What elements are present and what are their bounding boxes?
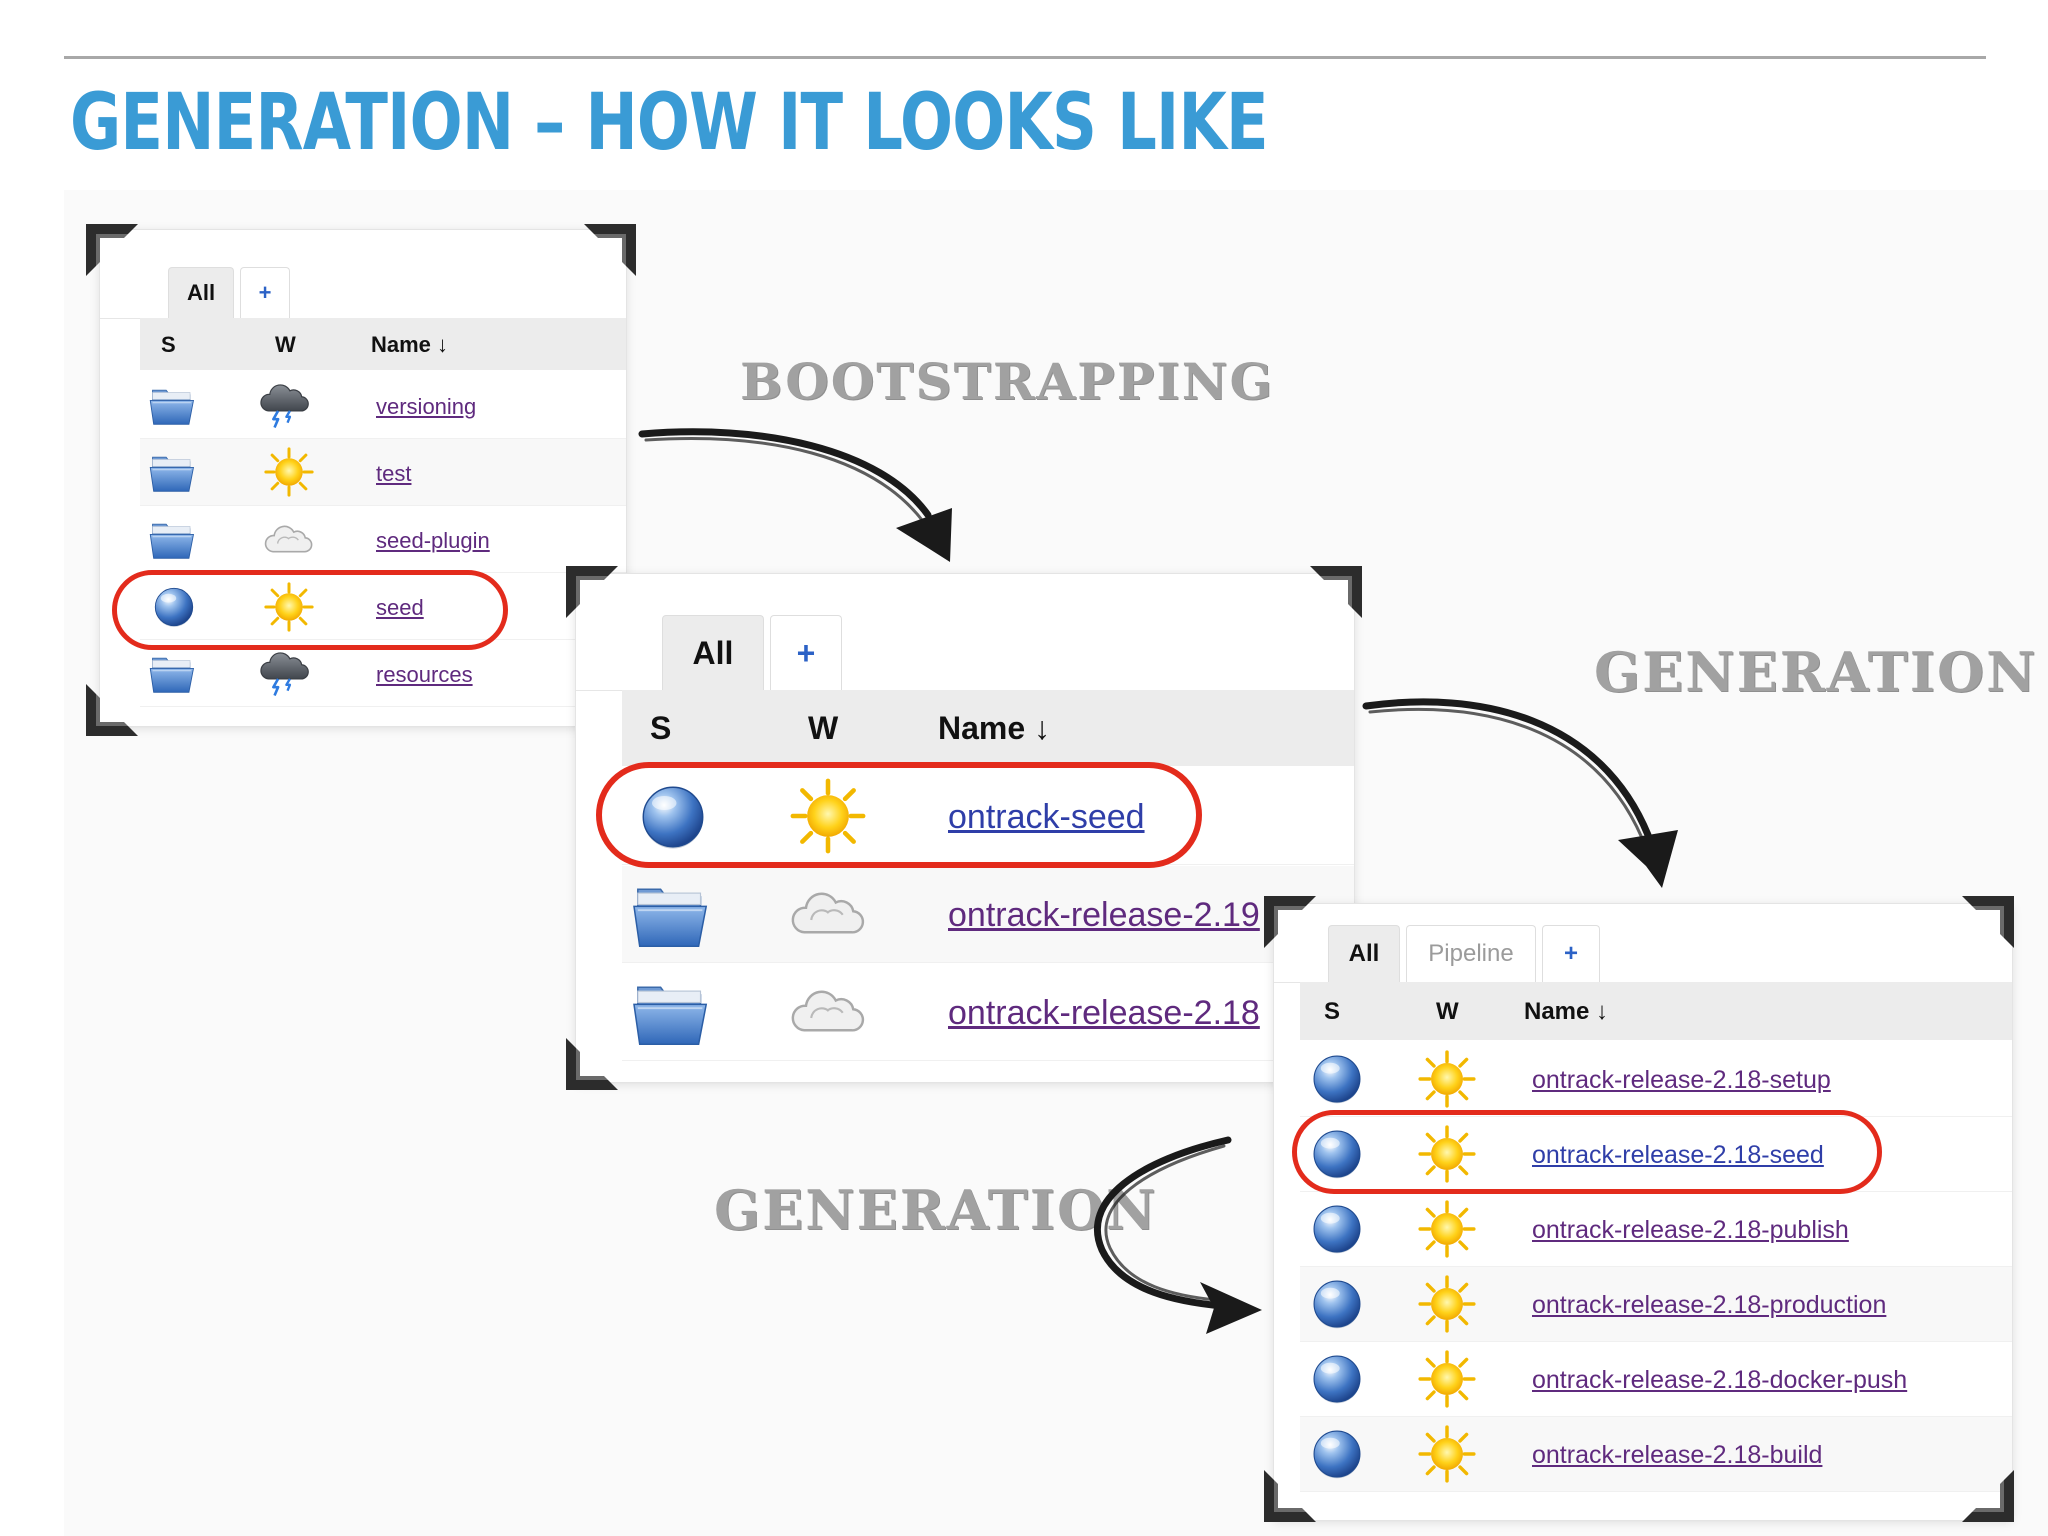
folder-icon: [148, 382, 198, 428]
slide-title: GENERATION – HOW IT LOOKS LIKE: [70, 78, 1269, 168]
header-status[interactable]: S: [1324, 998, 1341, 1025]
job-link-ontrack-release-2-18[interactable]: ontrack-release-2.18: [948, 994, 1260, 1032]
blue-ball-icon: [152, 585, 196, 629]
sun-icon: [1418, 1275, 1476, 1333]
header-weather[interactable]: W: [275, 332, 296, 357]
job-link-seed[interactable]: seed: [376, 595, 424, 620]
storm-icon: [258, 648, 310, 698]
job-list-panel-1: All + S W Name ↓ versioning test seed-pl…: [100, 230, 626, 726]
job-link-ontrack-seed[interactable]: ontrack-seed: [948, 798, 1145, 836]
blue-ball-icon: [1310, 1352, 1364, 1406]
job-link-test[interactable]: test: [376, 461, 412, 486]
header-status[interactable]: S: [161, 332, 176, 357]
blue-ball-icon: [638, 782, 708, 852]
table-row: ontrack-release-2.19: [622, 866, 1354, 963]
job-list-panel-2: All + S W Name ↓ ontrack-seed ontrack-re…: [576, 574, 1354, 1082]
corner-bottom-left-icon: [1264, 1470, 1316, 1522]
corner-bottom-left-icon: [566, 1038, 618, 1090]
blue-ball-icon: [1310, 1052, 1364, 1106]
blue-ball-icon: [1310, 1127, 1364, 1181]
table-header: S W Name ↓: [140, 318, 626, 370]
corner-top-right-icon: [1962, 896, 2014, 948]
header-name[interactable]: Name ↓: [371, 332, 449, 357]
folder-icon: [148, 516, 198, 562]
job-link-ontrack-release-2-18-build[interactable]: ontrack-release-2.18-build: [1532, 1441, 1823, 1469]
job-link-ontrack-release-2-19[interactable]: ontrack-release-2.19: [948, 896, 1260, 934]
folder-icon: [148, 449, 198, 495]
table-row: ontrack-seed: [622, 768, 1354, 865]
blue-ball-icon: [1310, 1277, 1364, 1331]
cloud-icon: [786, 878, 868, 948]
job-link-ontrack-release-2-18-production[interactable]: ontrack-release-2.18-production: [1532, 1291, 1887, 1319]
header-weather[interactable]: W: [1436, 998, 1459, 1025]
job-link-ontrack-release-2-18-seed[interactable]: ontrack-release-2.18-seed: [1532, 1141, 1824, 1169]
corner-bottom-left-icon: [86, 684, 138, 736]
table-row: ontrack-release-2.18-production: [1300, 1267, 2012, 1342]
corner-top-left-icon: [1264, 896, 1316, 948]
label-bootstrapping: BOOTSTRAPPING: [740, 352, 1275, 411]
sun-icon: [1418, 1125, 1476, 1183]
cloud-icon: [262, 516, 314, 562]
label-generation-bottom: GENERATION: [714, 1178, 1158, 1242]
sun-icon: [1418, 1350, 1476, 1408]
folder-icon: [630, 974, 714, 1050]
sun-icon: [264, 447, 314, 497]
table-row: seed: [140, 573, 626, 640]
job-link-seed-plugin[interactable]: seed-plugin: [376, 528, 490, 553]
corner-top-right-icon: [1310, 566, 1362, 618]
header-weather[interactable]: W: [808, 710, 839, 746]
corner-top-right-icon: [584, 224, 636, 276]
tab-add-view[interactable]: +: [1542, 925, 1600, 982]
job-link-ontrack-release-2-18-publish[interactable]: ontrack-release-2.18-publish: [1532, 1216, 1849, 1244]
sun-icon: [264, 582, 314, 632]
table-row: test: [140, 439, 626, 506]
blue-ball-icon: [1310, 1202, 1364, 1256]
folder-icon: [148, 650, 198, 696]
folder-icon: [630, 876, 714, 952]
sun-icon: [1418, 1050, 1476, 1108]
sun-icon: [1418, 1200, 1476, 1258]
tab-pipeline[interactable]: Pipeline: [1406, 925, 1536, 982]
sun-icon: [790, 778, 866, 854]
corner-top-left-icon: [566, 566, 618, 618]
table-header: S W Name ↓: [1300, 982, 2012, 1040]
job-link-ontrack-release-2-18-setup[interactable]: ontrack-release-2.18-setup: [1532, 1066, 1831, 1094]
corner-bottom-right-icon: [1962, 1470, 2014, 1522]
tab-all[interactable]: All: [168, 267, 234, 318]
table-row: versioning: [140, 372, 626, 439]
table-row: ontrack-release-2.18: [622, 964, 1354, 1061]
blue-ball-icon: [1310, 1427, 1364, 1481]
tab-add-view[interactable]: +: [770, 615, 842, 690]
job-list-panel-3: All Pipeline + S W Name ↓ ontrack-releas…: [1274, 904, 2012, 1520]
table-row: seed-plugin: [140, 506, 626, 573]
corner-top-left-icon: [86, 224, 138, 276]
header-status[interactable]: S: [650, 710, 672, 746]
table-header: S W Name ↓: [622, 690, 1354, 766]
header-name[interactable]: Name ↓: [1524, 998, 1609, 1025]
title-rule: [64, 56, 1986, 59]
label-generation-right: GENERATION: [1594, 640, 2038, 704]
job-link-ontrack-release-2-18-docker-push[interactable]: ontrack-release-2.18-docker-push: [1532, 1366, 1908, 1394]
table-row: ontrack-release-2.18-setup: [1300, 1042, 2012, 1117]
sun-icon: [1418, 1425, 1476, 1483]
table-row: ontrack-release-2.18-docker-push: [1300, 1342, 2012, 1417]
header-name[interactable]: Name ↓: [938, 710, 1051, 746]
job-link-resources[interactable]: resources: [376, 662, 473, 687]
table-row: ontrack-release-2.18-build: [1300, 1417, 2012, 1492]
job-link-versioning[interactable]: versioning: [376, 394, 477, 419]
tab-add-view[interactable]: +: [240, 267, 290, 318]
tab-all[interactable]: All: [1328, 925, 1400, 982]
table-row: ontrack-release-2.18-seed: [1300, 1117, 2012, 1192]
tab-all[interactable]: All: [662, 615, 764, 690]
table-row: resources: [140, 640, 626, 707]
cloud-icon: [786, 976, 868, 1046]
table-row: ontrack-release-2.18-publish: [1300, 1192, 2012, 1267]
storm-icon: [258, 380, 310, 430]
